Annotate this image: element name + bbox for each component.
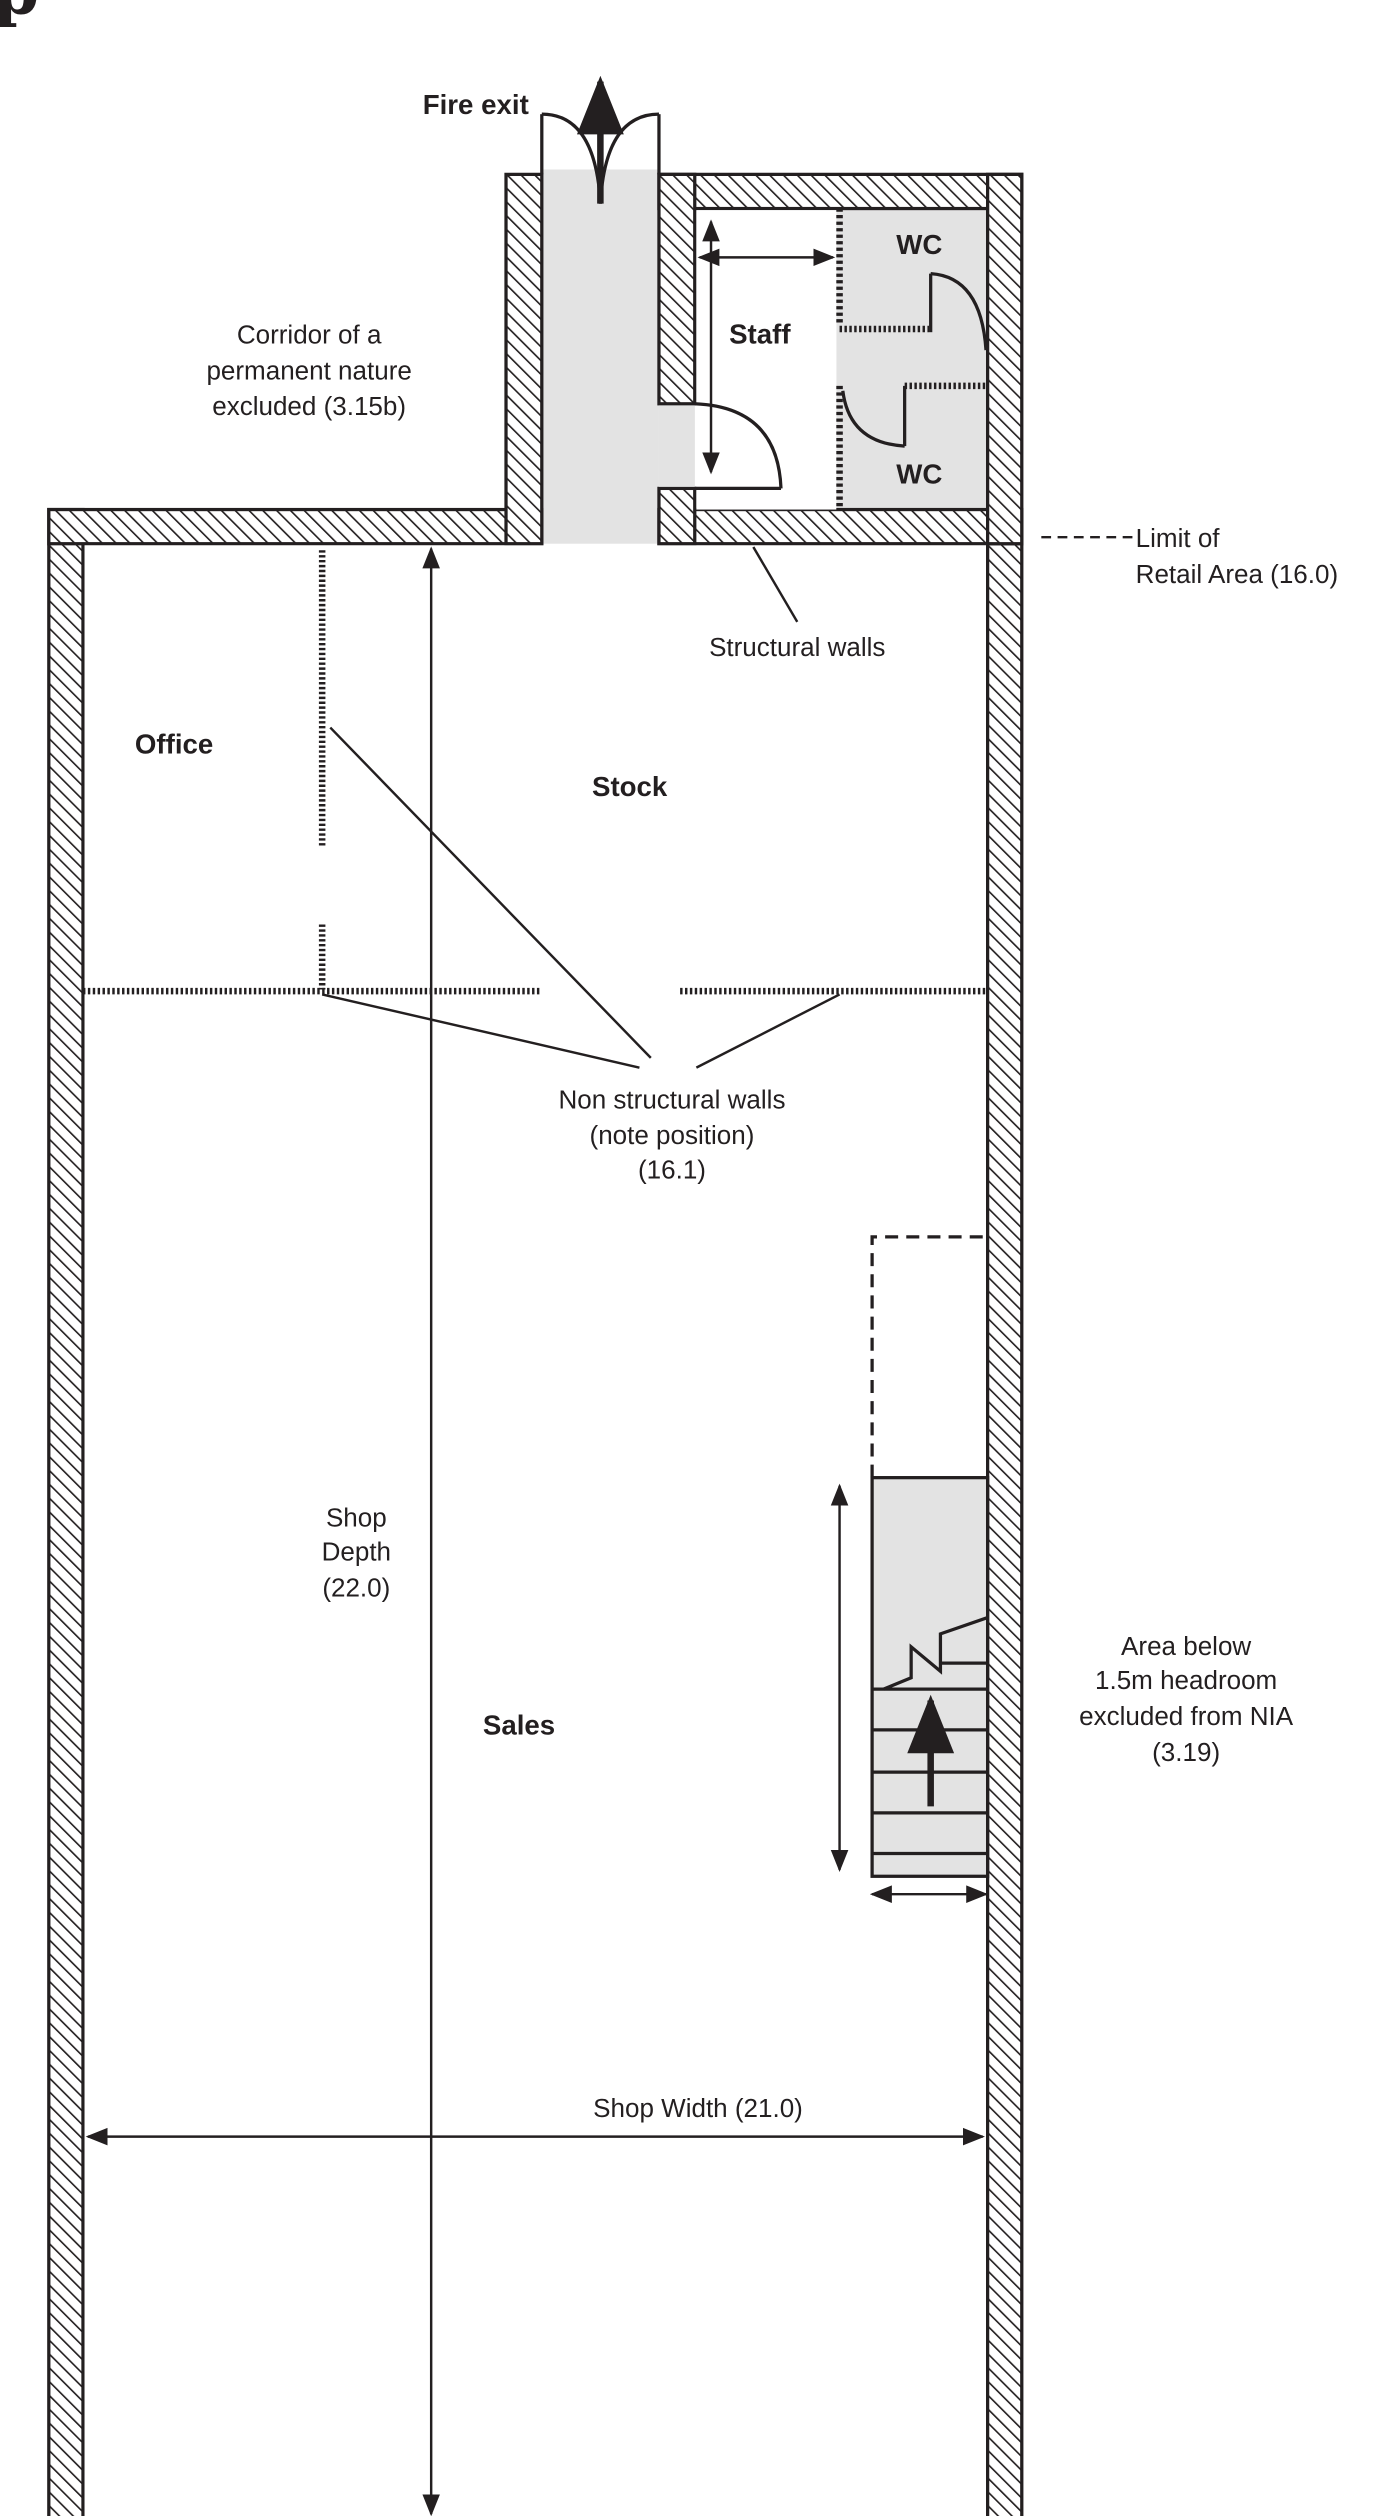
heading-fragment: p [0, 0, 39, 29]
svg-text:1.5m headroom: 1.5m headroom [1095, 1665, 1277, 1695]
shop-width-label: Shop Width (21.0) [593, 2093, 803, 2123]
limit-retail-label: Limit of Retail Area (16.0) [1136, 523, 1338, 589]
area-below-label: Area below 1.5m headroom excluded from N… [1079, 1631, 1294, 1767]
room-label-wc-upper: WC [896, 229, 942, 260]
svg-text:permanent nature: permanent nature [206, 355, 411, 385]
structural-walls-label: Structural walls [709, 632, 885, 662]
wc-shading [836, 208, 988, 510]
room-label-staff: Staff [729, 319, 791, 350]
structural-walls [47, 172, 1024, 2516]
fire-exit-doors [540, 75, 661, 204]
shop-depth-label: Shop Depth (22.0) [322, 1502, 391, 1602]
svg-text:Area below: Area below [1121, 1631, 1251, 1661]
svg-text:(16.1): (16.1) [638, 1154, 706, 1184]
corridor-label: Corridor of a permanent nature excluded … [206, 320, 411, 422]
corridor-shading [541, 169, 659, 544]
svg-text:excluded from NIA: excluded from NIA [1079, 1701, 1294, 1731]
room-label-office: Office [135, 729, 213, 760]
svg-text:Corridor of a: Corridor of a [237, 320, 382, 350]
structural-walls-leader [752, 546, 799, 623]
svg-text:Non structural walls: Non structural walls [558, 1084, 785, 1114]
room-label-wc-lower: WC [896, 459, 942, 490]
non-structural-walls [82, 550, 988, 995]
svg-text:Retail Area (16.0): Retail Area (16.0) [1136, 559, 1338, 589]
svg-text:(22.0): (22.0) [322, 1572, 390, 1602]
svg-text:Shop: Shop [326, 1502, 387, 1532]
room-label-stock: Stock [592, 771, 668, 802]
non-structural-leaders [321, 726, 841, 1069]
svg-text:Depth: Depth [322, 1537, 391, 1567]
svg-text:(note position): (note position) [590, 1120, 755, 1150]
staircase [870, 1476, 990, 1878]
svg-text:excluded (3.15b): excluded (3.15b) [212, 391, 406, 421]
svg-text:Limit of: Limit of [1136, 523, 1221, 553]
fire-exit-label: Fire exit [423, 89, 529, 120]
wc-partitions [836, 208, 988, 510]
stair-headroom-dashed-outline [870, 1235, 988, 1478]
non-structural-label: Non structural walls (note position) (16… [558, 1084, 785, 1184]
svg-text:(3.19): (3.19) [1152, 1737, 1220, 1767]
room-label-sales: Sales [483, 1710, 555, 1741]
